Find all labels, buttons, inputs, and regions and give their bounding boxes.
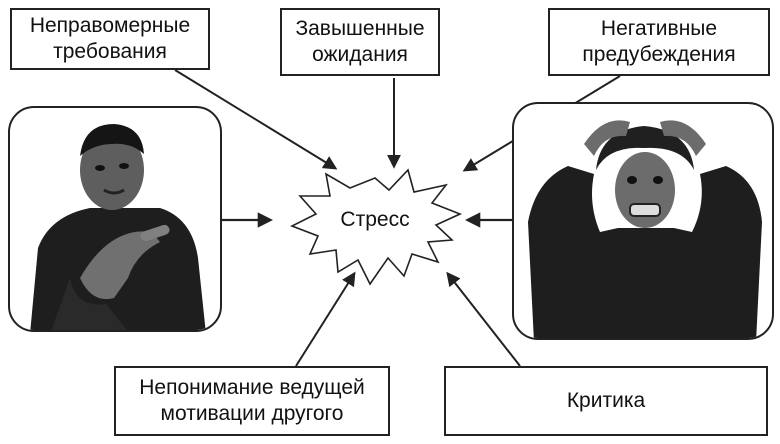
photo-stressed-woman	[512, 102, 774, 340]
box-inflated-expectations: Завышенные ожидания	[280, 8, 440, 76]
stress-starburst	[290, 168, 463, 286]
box-negative-prejudices: Негативные предубеждения	[548, 8, 770, 76]
arrow-misunderstanding	[295, 271, 356, 367]
arrow-criticism	[446, 271, 521, 367]
photo-pointing-man	[8, 106, 222, 332]
pointing-man-illustration	[30, 124, 206, 330]
box-unjust-demands: Неправомерные требования	[10, 8, 210, 70]
box-criticism: Критика	[444, 366, 768, 436]
box-misunderstanding: Непонимание ведущей мотивации другого	[114, 366, 390, 436]
stress-label: Стресс	[340, 208, 410, 231]
arrow-unjust-demands	[174, 69, 338, 170]
stressed-woman-illustration	[528, 120, 762, 338]
